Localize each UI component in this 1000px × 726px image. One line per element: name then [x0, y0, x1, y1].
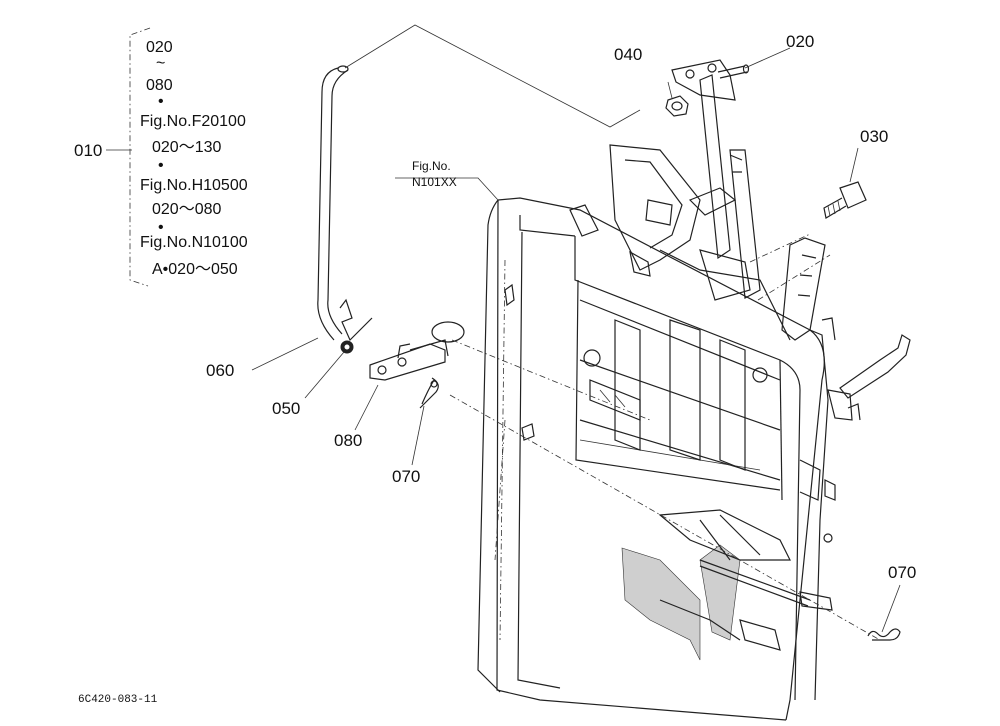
- group-010-line: 020: [146, 39, 173, 56]
- part-030-bolt: [823, 181, 867, 219]
- pedal-bracket: [569, 74, 911, 421]
- label-030: 030: [860, 127, 888, 146]
- part-080-pedal: [369, 321, 465, 381]
- label-070-left: 070: [392, 467, 420, 486]
- part-070-pin-right: [867, 628, 901, 641]
- label-040: 040: [614, 45, 642, 64]
- part-050-spring: [339, 298, 373, 354]
- group-010-line: 020～080: [152, 201, 221, 218]
- group-010-line: •: [158, 157, 164, 174]
- group-010-line: A•020～050: [152, 261, 238, 278]
- group-010-bracket: [129, 27, 151, 287]
- label-010: 010: [74, 141, 102, 160]
- label-050: 050: [272, 399, 300, 418]
- lower-bracket: [621, 509, 833, 661]
- part-070-pin-left: [419, 377, 439, 409]
- part-060-rod: [317, 65, 349, 341]
- group-010-line: ~: [156, 55, 165, 72]
- leader-lines: [106, 24, 901, 641]
- label-070-right: 070: [888, 563, 916, 582]
- part-040-nut: [665, 95, 689, 117]
- label-020: 020: [786, 32, 814, 51]
- group-010-line: Fig.No.H10500: [140, 177, 248, 194]
- group-010-line: Fig.No.F20100: [140, 113, 246, 130]
- group-010-line: 020～130: [152, 139, 221, 156]
- label-080: 080: [334, 431, 362, 450]
- footer-code: 6C420-083-11: [78, 694, 158, 706]
- part-020-plate: [671, 59, 750, 101]
- group-010-line: •: [158, 219, 164, 236]
- group-010-text: 020 ~ 080 • Fig.No.F20100 020～130 • Fig.…: [140, 39, 248, 278]
- main-panel: [477, 197, 836, 721]
- group-010-line: Fig.No.N10100: [140, 234, 248, 251]
- fig-ref-line2: N101XX: [412, 175, 457, 189]
- label-060: 060: [206, 361, 234, 380]
- fig-ref-line1: Fig.No.: [412, 159, 451, 173]
- group-010-line: 080: [146, 77, 173, 94]
- group-010-line: •: [158, 93, 164, 110]
